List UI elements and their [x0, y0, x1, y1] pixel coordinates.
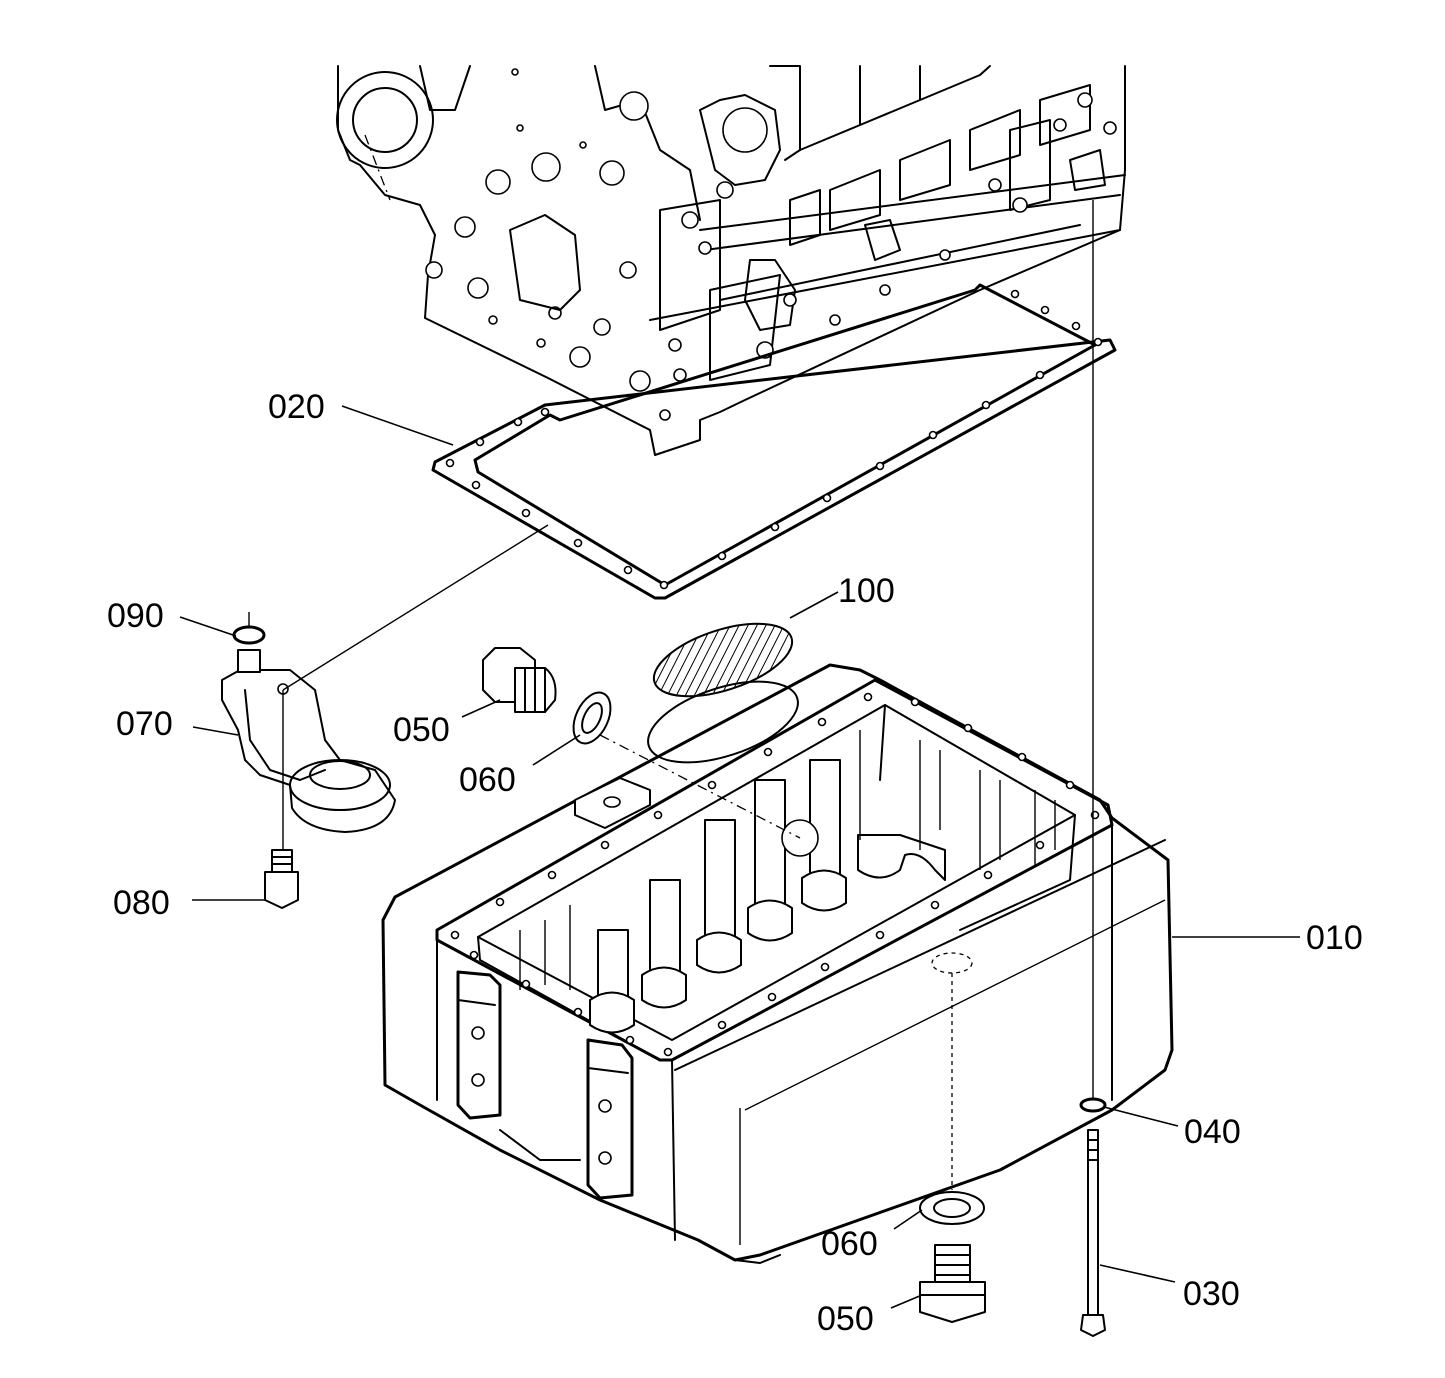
part-labels: 020 100 090 070 050 060 080 010 040 060 …: [107, 388, 1363, 1338]
strainer-bolt: [264, 849, 299, 909]
pan-flange-holes: [450, 692, 1100, 1057]
washer-upper: [572, 691, 612, 745]
label-050-lower: 050: [817, 1300, 874, 1338]
label-010: 010: [1306, 919, 1363, 957]
label-040: 040: [1184, 1113, 1241, 1151]
label-020: 020: [268, 388, 325, 426]
drain-plug-lower: [919, 1244, 986, 1323]
spring-washer: [1079, 1097, 1107, 1113]
washer-lower: [919, 1191, 985, 1225]
pan-side-brackets: [456, 970, 634, 1200]
label-060-upper: 060: [459, 761, 516, 799]
pan-baffles: [519, 730, 1056, 1034]
engine-block: [336, 65, 1126, 456]
oil-pan: [381, 663, 1174, 1264]
leader-lines: [179, 405, 1300, 1309]
label-060-lower: 060: [821, 1225, 878, 1263]
oil-pan-gasket: [431, 283, 1117, 600]
label-080: 080: [113, 884, 170, 922]
pan-cover-seal: [652, 622, 794, 698]
strainer-o-ring: [232, 625, 266, 645]
label-070: 070: [116, 705, 173, 743]
long-bolt: [1080, 1129, 1106, 1337]
label-050-upper: 050: [393, 711, 450, 749]
label-100: 100: [838, 572, 895, 610]
label-090: 090: [107, 597, 164, 635]
label-030: 030: [1183, 1275, 1240, 1313]
oil-strainer: [221, 649, 396, 833]
drain-plug-upper: [482, 647, 557, 713]
